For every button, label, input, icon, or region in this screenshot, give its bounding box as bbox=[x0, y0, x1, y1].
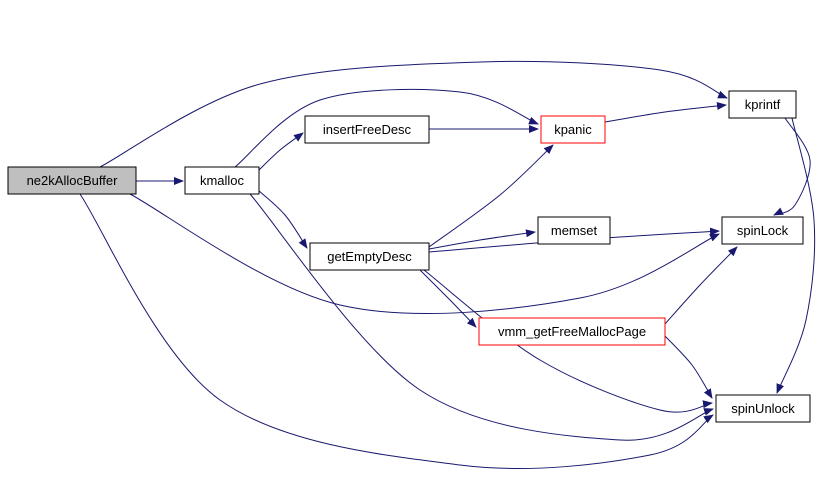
node-box-spinUnlock[interactable] bbox=[715, 394, 811, 423]
node-label-vmm_getFreeMallocPage: vmm_getFreeMallocPage bbox=[498, 324, 646, 339]
node-memset[interactable]: memset bbox=[537, 216, 611, 245]
node-box-getEmptyDesc[interactable] bbox=[309, 242, 430, 271]
node-spinUnlock[interactable]: spinUnlock bbox=[715, 394, 811, 423]
node-box-kmalloc[interactable] bbox=[184, 166, 260, 195]
edge-kpanic-to-kprintf bbox=[604, 102, 727, 123]
node-box-memset[interactable] bbox=[537, 216, 611, 245]
edge-kmalloc-to-getEmptyDesc bbox=[257, 189, 308, 249]
edge-vmm_getFreeMallocPage-to-spinLock bbox=[664, 246, 738, 325]
edge-kmalloc-to-kpanic bbox=[234, 89, 539, 168]
node-ne2kAllocBuffer[interactable]: ne2kAllocBuffer bbox=[7, 166, 137, 195]
node-label-ne2kAllocBuffer: ne2kAllocBuffer bbox=[27, 173, 118, 188]
node-getEmptyDesc[interactable]: getEmptyDesc bbox=[309, 242, 430, 271]
node-label-kmalloc: kmalloc bbox=[200, 173, 245, 188]
node-label-getEmptyDesc: getEmptyDesc bbox=[327, 249, 412, 264]
edge-ne2kAllocBuffer-to-spinLock bbox=[129, 193, 720, 315]
edge-vmm_getFreeMallocPage-to-spinUnlock bbox=[664, 335, 713, 399]
node-box-kprintf[interactable] bbox=[728, 90, 797, 119]
edge-ne2kAllocBuffer-to-kprintf bbox=[99, 60, 728, 168]
edge-kprintf-to-spinUnlock bbox=[776, 117, 816, 394]
node-box-ne2kAllocBuffer[interactable] bbox=[7, 166, 137, 195]
edge-kmalloc-to-spinUnlock bbox=[249, 193, 714, 441]
node-label-kpanic: kpanic bbox=[554, 122, 592, 137]
node-insertFreeDesc[interactable]: insertFreeDesc bbox=[304, 115, 430, 144]
node-kpanic[interactable]: kpanic bbox=[540, 115, 606, 144]
edge-kmalloc-to-insertFreeDesc bbox=[257, 132, 304, 172]
node-kmalloc[interactable]: kmalloc bbox=[184, 166, 260, 195]
edge-getEmptyDesc-to-vmm_getFreeMallocPage bbox=[419, 269, 477, 328]
node-spinLock[interactable]: spinLock bbox=[721, 216, 804, 245]
edge-kprintf-to-spinLock bbox=[773, 117, 811, 216]
node-box-spinLock[interactable] bbox=[721, 216, 804, 245]
edge-getEmptyDesc-to-kpanic bbox=[428, 144, 554, 248]
node-kprintf[interactable]: kprintf bbox=[728, 90, 797, 119]
node-box-kpanic[interactable] bbox=[540, 115, 606, 144]
node-box-insertFreeDesc[interactable] bbox=[304, 115, 430, 144]
edge-getEmptyDesc-to-spinUnlock bbox=[423, 269, 713, 413]
node-label-kprintf: kprintf bbox=[745, 97, 781, 112]
node-label-spinLock: spinLock bbox=[737, 223, 789, 238]
node-label-spinUnlock: spinUnlock bbox=[731, 401, 795, 416]
edge-ne2kAllocBuffer-to-spinUnlock bbox=[79, 193, 714, 469]
edges-layer bbox=[79, 60, 816, 469]
edge-getEmptyDesc-to-memset bbox=[428, 229, 536, 250]
nodes-layer: ne2kAllocBuffer kmalloc insertFreeDesc kpan… bbox=[7, 90, 811, 423]
node-label-memset: memset bbox=[551, 223, 598, 238]
node-label-insertFreeDesc: insertFreeDesc bbox=[323, 122, 412, 137]
node-vmm_getFreeMallocPage[interactable]: vmm_getFreeMallocPage bbox=[478, 317, 666, 346]
node-box-vmm_getFreeMallocPage[interactable] bbox=[478, 317, 666, 346]
